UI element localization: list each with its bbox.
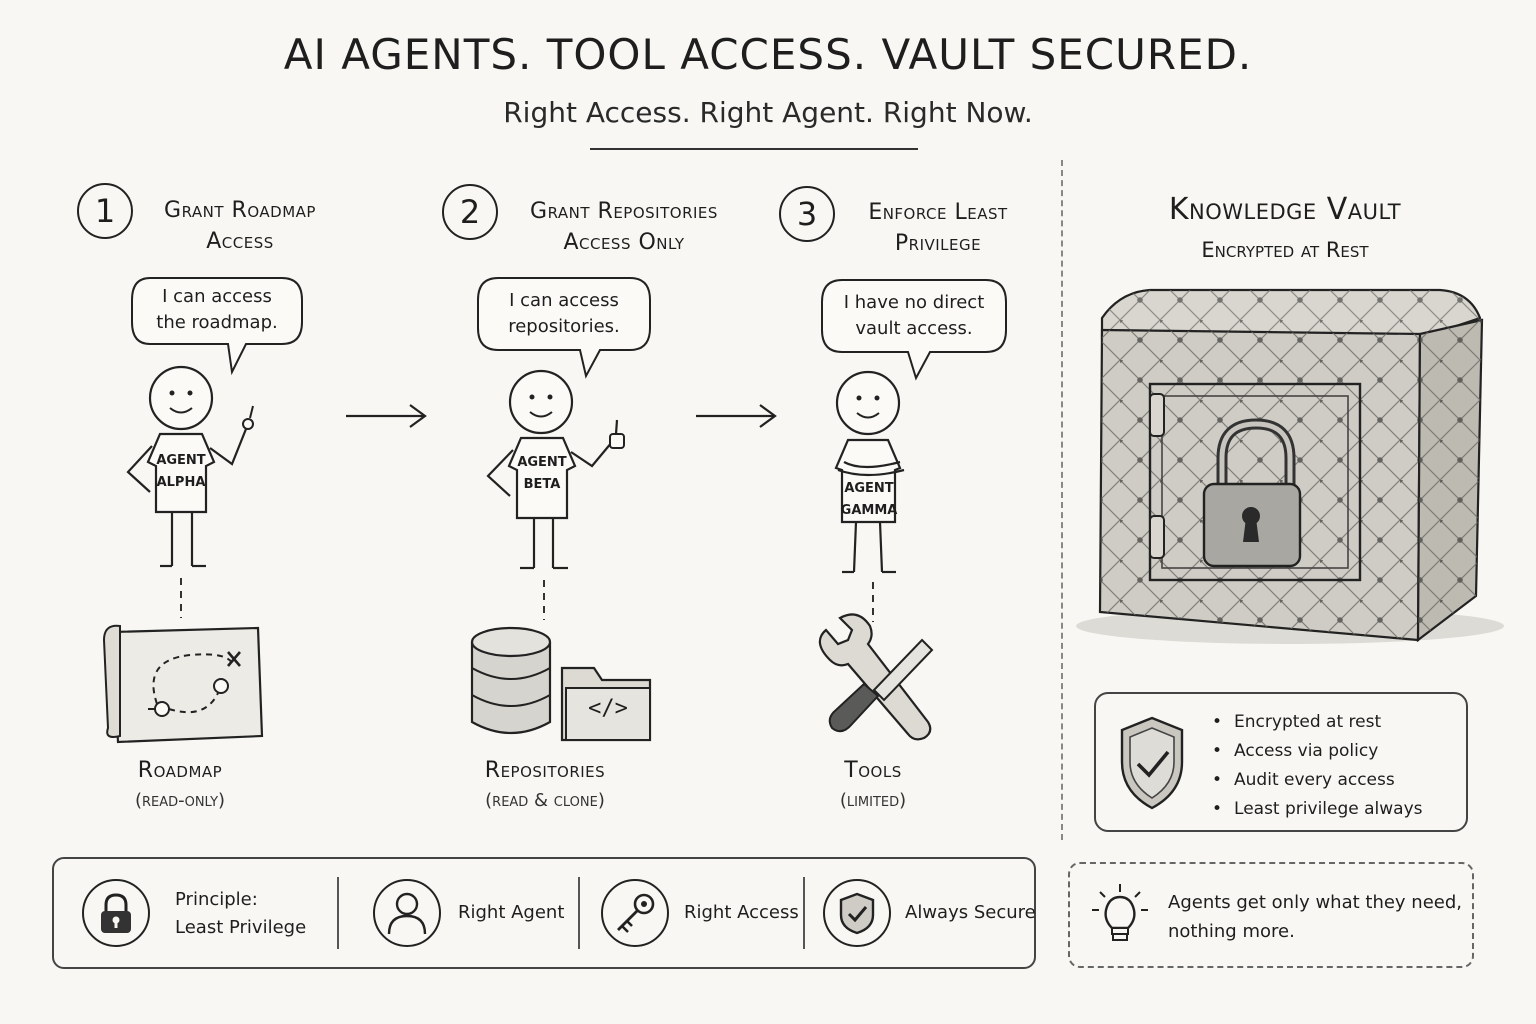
vault-bullet: Access via policy [1212,737,1423,766]
bar-separator [803,877,805,949]
principles-bar [52,857,1036,969]
agent-gamma-shirt [834,438,902,524]
speech-text-3: I have no direct vault access. [843,292,985,339]
principle-item-right-access [601,879,669,947]
agent-alpha-label: AGENT ALPHA [156,453,206,490]
principle-item-always-secure [823,879,891,947]
principle-right-access-text: Right Access [684,902,799,923]
agent-gamma-head [835,370,901,436]
title-underline [590,148,918,150]
vault-subtitle: Encrypted at Rest [1201,238,1369,262]
section-divider [1061,160,1063,840]
roadmap-map-icon [102,624,264,744]
resource-sub-roadmap: (read-only) [134,790,226,811]
vault-bullet: Encrypted at rest [1212,708,1423,737]
step-number-3: 3 [779,186,835,242]
vault-bullet: Audit every access [1212,766,1423,795]
database-folder-icon [470,626,652,742]
arrow-right-icon [346,404,427,428]
person-icon [387,892,427,935]
speech-bubble-1 [131,277,303,376]
speech-text-2: I can access repositories. [508,290,620,337]
resource-label-tools: Tools [844,758,902,783]
agent-alpha-shirt [146,432,216,514]
page-title: AI AGENTS. TOOL ACCESS. VAULT SECURED. [283,30,1253,79]
principle-right-agent-text: Right Agent [458,902,565,923]
resource-sub-repositories: (read & clone) [485,790,605,811]
vault-info-box: Encrypted at rest Access via policy Audi… [1094,692,1468,832]
vault-bullet-list: Encrypted at rest Access via policy Audi… [1212,708,1423,824]
step-number-1: 1 [77,183,133,239]
agent-beta-label: AGENT BETA [517,455,567,492]
bar-separator [578,877,580,949]
principle-item-least-privilege [82,879,150,947]
resource-label-roadmap: Roadmap [137,758,223,783]
agent-beta-shirt [507,436,577,520]
speech-bubble-3 [821,279,1007,381]
principle-always-secure-text: Always Secure [905,902,1036,923]
resource-sub-tools: (limited) [839,790,907,811]
vault-bullet: Least privilege always [1212,795,1422,824]
wrench-screwdriver-icon [818,613,934,741]
tip-text: Agents get only what they need, nothing … [1168,892,1463,942]
padlock-icon [101,893,131,933]
bar-separator [337,877,339,949]
shield-check-icon [839,892,875,935]
shield-check-icon [1120,716,1184,810]
step-number-2: 2 [442,184,498,240]
lightbulb-icon [1092,884,1148,941]
page-subtitle: Right Access. Right Agent. Right Now. [503,96,1033,129]
agent-alpha-head [148,365,214,431]
speech-bubble-2 [477,277,651,379]
agent-beta-head [508,369,574,435]
step-1-title: Grant Roadmap Access [164,198,316,254]
key-icon [617,893,655,933]
agent-gamma-label: AGENT GAMMA [840,481,898,518]
principle-least-privilege-text: Principle: Least Privilege [175,889,307,938]
arrow-right-icon [696,404,777,428]
step-2-title: Grant Repositories Access Only [530,199,718,255]
principle-item-right-agent [373,879,441,947]
folder-code-glyph: </> [588,696,628,721]
vault-title: Knowledge Vault [1168,192,1402,227]
speech-text-1: I can access the roadmap. [156,286,278,333]
resource-label-repositories: Repositories [484,758,606,783]
step-3-title: Enforce Least Privilege [868,200,1008,256]
tip-box: Agents get only what they need, nothing … [1068,862,1474,968]
